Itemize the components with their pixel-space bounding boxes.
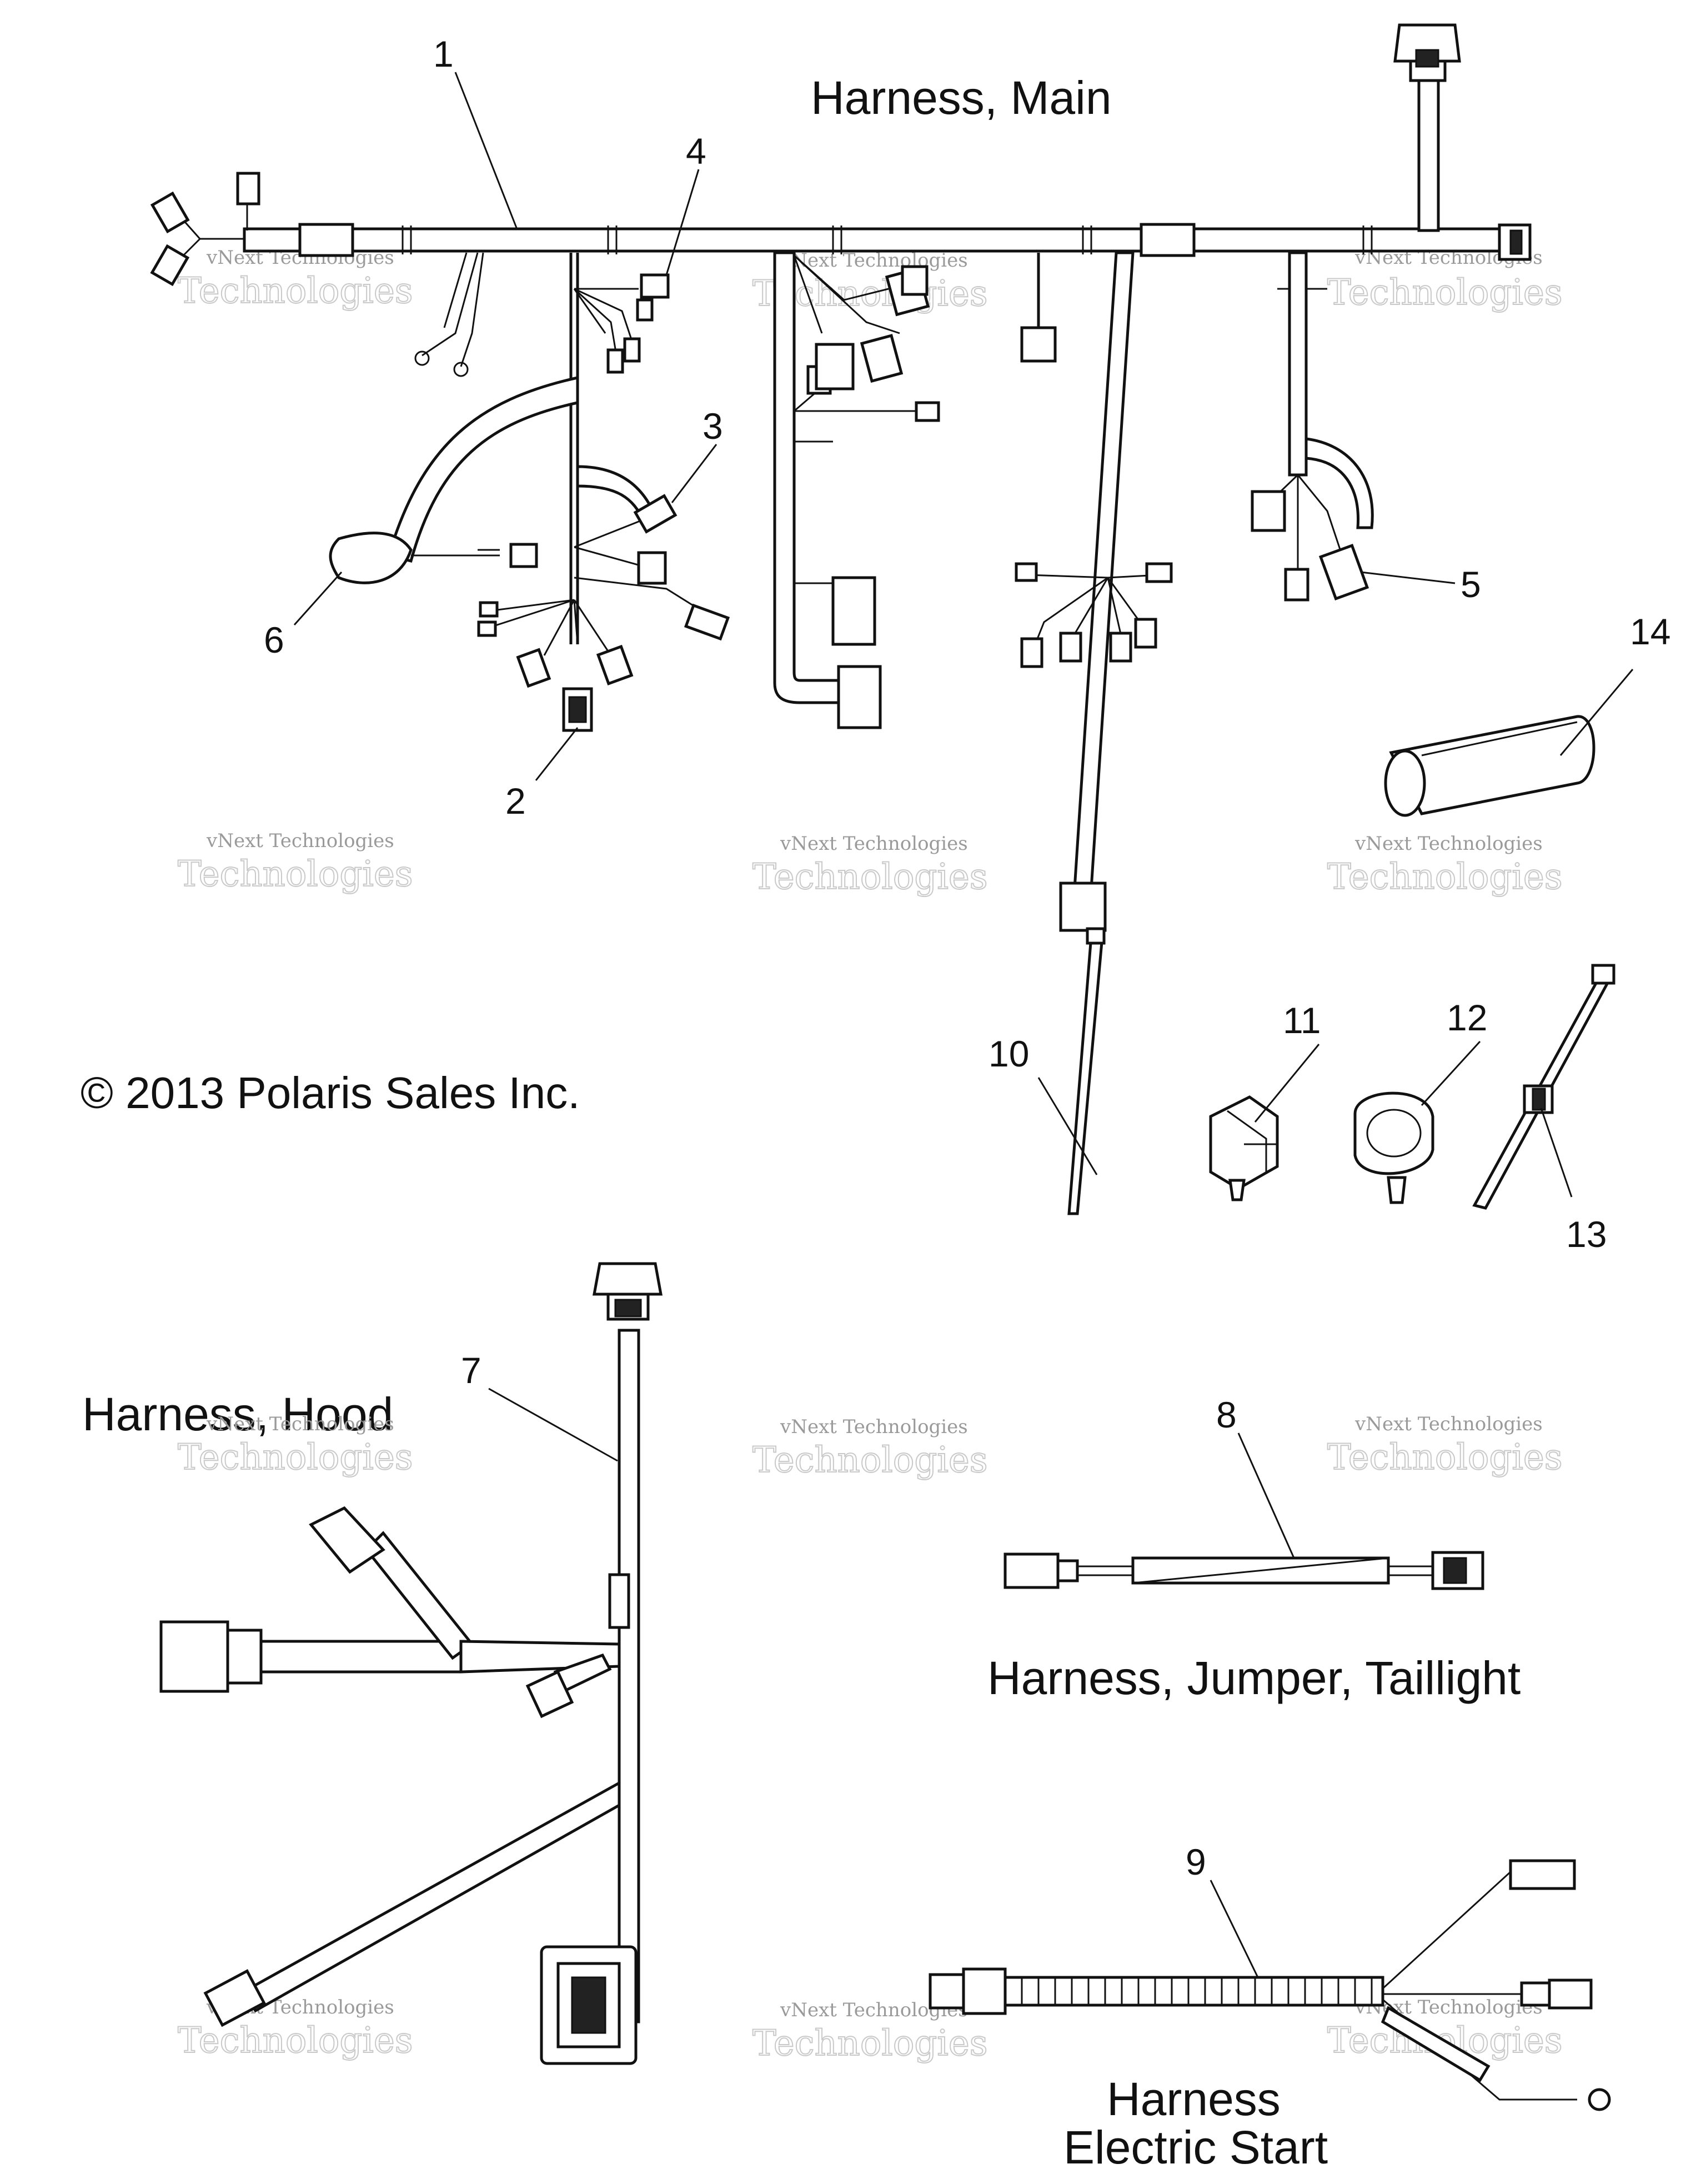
connector-top-right xyxy=(1393,23,1461,63)
main-trunk xyxy=(243,227,1501,253)
copyright-notice: © 2013 Polaris Sales Inc. xyxy=(81,1068,580,1118)
svg-text:Technologies: Technologies xyxy=(178,854,413,895)
svg-text:Technologies: Technologies xyxy=(1327,856,1563,898)
svg-text:Technologies: Technologies xyxy=(178,271,413,312)
start-connector-left xyxy=(929,1973,965,2010)
hood-connector-left xyxy=(159,1620,229,1693)
connector-center-a xyxy=(831,576,876,646)
main-riser xyxy=(1417,71,1440,232)
callout-5: 5 xyxy=(1461,564,1481,605)
connector-item-5a xyxy=(1251,490,1286,532)
svg-text:vNext Technologies: vNext Technologies xyxy=(206,830,394,852)
connector-item-5 xyxy=(1318,543,1369,601)
svg-text:vNext Technologies: vNext Technologies xyxy=(780,249,968,272)
svg-text:vNext Technologies: vNext Technologies xyxy=(206,1413,394,1435)
clip-item-11 xyxy=(1209,1095,1279,1201)
callout-10: 10 xyxy=(989,1033,1029,1074)
title-harness-electric-start-1: Harness xyxy=(1107,2073,1281,2125)
connector-left-a xyxy=(150,191,190,234)
callout-14: 14 xyxy=(1630,611,1670,652)
hood-branch-left xyxy=(259,1640,463,1674)
hood-connector-top xyxy=(593,1262,663,1296)
jumper-harness-item-8 xyxy=(1003,1551,1484,1590)
callout-8: 8 xyxy=(1216,1394,1237,1435)
clamp-item-12 xyxy=(1353,1091,1434,1204)
callout-3: 3 xyxy=(703,405,723,447)
hood-trunk xyxy=(618,1329,640,1982)
conduit-item-6 xyxy=(387,375,579,563)
svg-text:vNext Technologies: vNext Technologies xyxy=(1354,833,1543,855)
connector-left-top xyxy=(236,172,260,206)
connector-item-3 xyxy=(633,494,678,534)
callout-4: 4 xyxy=(686,131,706,172)
callout-9: 9 xyxy=(1186,1841,1206,1882)
cable-tie-item-10 xyxy=(1067,927,1106,1215)
connector-center-b xyxy=(837,665,882,729)
svg-text:vNext Technologies: vNext Technologies xyxy=(780,833,968,855)
callout-1: 1 xyxy=(433,33,454,74)
svg-text:Technologies: Technologies xyxy=(752,2023,988,2064)
branch-center xyxy=(773,251,840,704)
start-connector-top xyxy=(1509,1859,1576,1890)
svg-text:vNext Technologies: vNext Technologies xyxy=(1354,1413,1543,1435)
branch-long xyxy=(1073,251,1135,890)
connector-left-b xyxy=(150,244,190,287)
svg-text:Technologies: Technologies xyxy=(752,1440,988,1481)
callout-11: 11 xyxy=(1283,1000,1321,1041)
callout-12: 12 xyxy=(1447,997,1487,1038)
callout-2: 2 xyxy=(505,780,526,821)
title-harness-electric-start-2: Electric Start xyxy=(1063,2121,1328,2173)
start-conduit xyxy=(1003,1976,1384,2007)
cable-tie-mount-item-13 xyxy=(1472,964,1615,1210)
hood-connector-angled xyxy=(309,1506,385,1574)
main-harness xyxy=(150,23,1532,932)
hood-harness-item-7 xyxy=(159,1262,663,2065)
callout-13: 13 xyxy=(1566,1214,1607,1255)
svg-text:vNext Technologies: vNext Technologies xyxy=(780,1416,968,1438)
title-harness-hood: Harness, Hood xyxy=(82,1388,393,1440)
svg-text:Technologies: Technologies xyxy=(1327,272,1563,313)
electric-start-harness-item-9 xyxy=(929,1859,1611,2111)
svg-text:Technologies: Technologies xyxy=(178,2020,413,2061)
connector-branch-2a xyxy=(637,551,667,585)
callouts: 1 2 3 4 5 6 7 8 9 10 11 12 13 14 xyxy=(264,33,1670,1978)
svg-text:Technologies: Technologies xyxy=(1327,1437,1563,1478)
svg-text:Technologies: Technologies xyxy=(178,1437,413,1478)
conduit-sleeve-item-14 xyxy=(1384,715,1595,817)
connector-drop xyxy=(1020,326,1057,363)
title-harness-main: Harness, Main xyxy=(811,72,1112,124)
start-ring-terminal xyxy=(1588,2088,1611,2111)
jumper-connector-left xyxy=(1003,1552,1060,1589)
callout-6: 6 xyxy=(264,619,284,660)
svg-text:Technologies: Technologies xyxy=(752,856,988,898)
title-harness-jumper-taillight: Harness, Jumper, Taillight xyxy=(987,1652,1521,1704)
callout-7: 7 xyxy=(461,1350,481,1391)
connector-item-4 xyxy=(640,273,670,299)
connector-long-end xyxy=(1059,881,1107,932)
boot-item-6 xyxy=(329,532,413,584)
